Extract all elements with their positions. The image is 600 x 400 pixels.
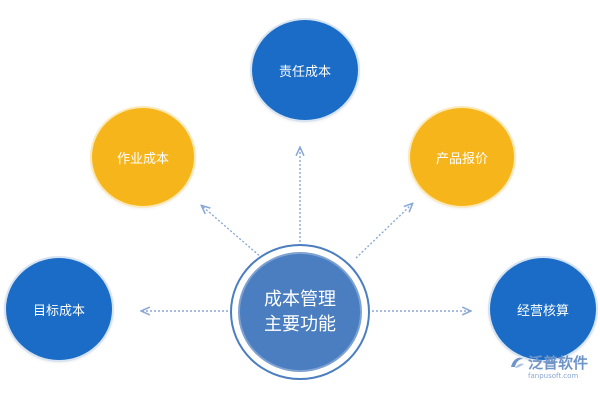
brand-logo-icon xyxy=(511,357,524,368)
center-label: 成本管理 主要功能 xyxy=(264,287,336,337)
node-operation-accounting: 经营核算 xyxy=(490,258,596,360)
node-product-quotation: 产品报价 xyxy=(410,108,514,206)
brand-name: 泛普软件 xyxy=(528,354,589,372)
center-label-line-1: 成本管理 xyxy=(264,289,336,310)
node-target-cost: 目标成本 xyxy=(6,258,112,360)
node-label: 产品报价 xyxy=(435,151,488,167)
arrow-to-top-right xyxy=(355,204,412,259)
node-label: 责任成本 xyxy=(278,64,331,80)
node-label: 经营核算 xyxy=(516,303,569,319)
arrow-to-top-left xyxy=(202,206,263,259)
node-activity-cost: 作业成本 xyxy=(92,108,194,206)
node-responsibility-cost: 责任成本 xyxy=(252,20,358,120)
node-center-main-functions: 成本管理 主要功能 xyxy=(238,252,362,372)
brand-url: fanpusoft.com xyxy=(528,372,579,380)
node-label: 目标成本 xyxy=(32,303,85,319)
node-label: 作业成本 xyxy=(116,151,169,167)
brand-watermark: 泛普软件 fanpusoft.com xyxy=(506,350,600,390)
center-label-line-2: 主要功能 xyxy=(264,314,336,335)
